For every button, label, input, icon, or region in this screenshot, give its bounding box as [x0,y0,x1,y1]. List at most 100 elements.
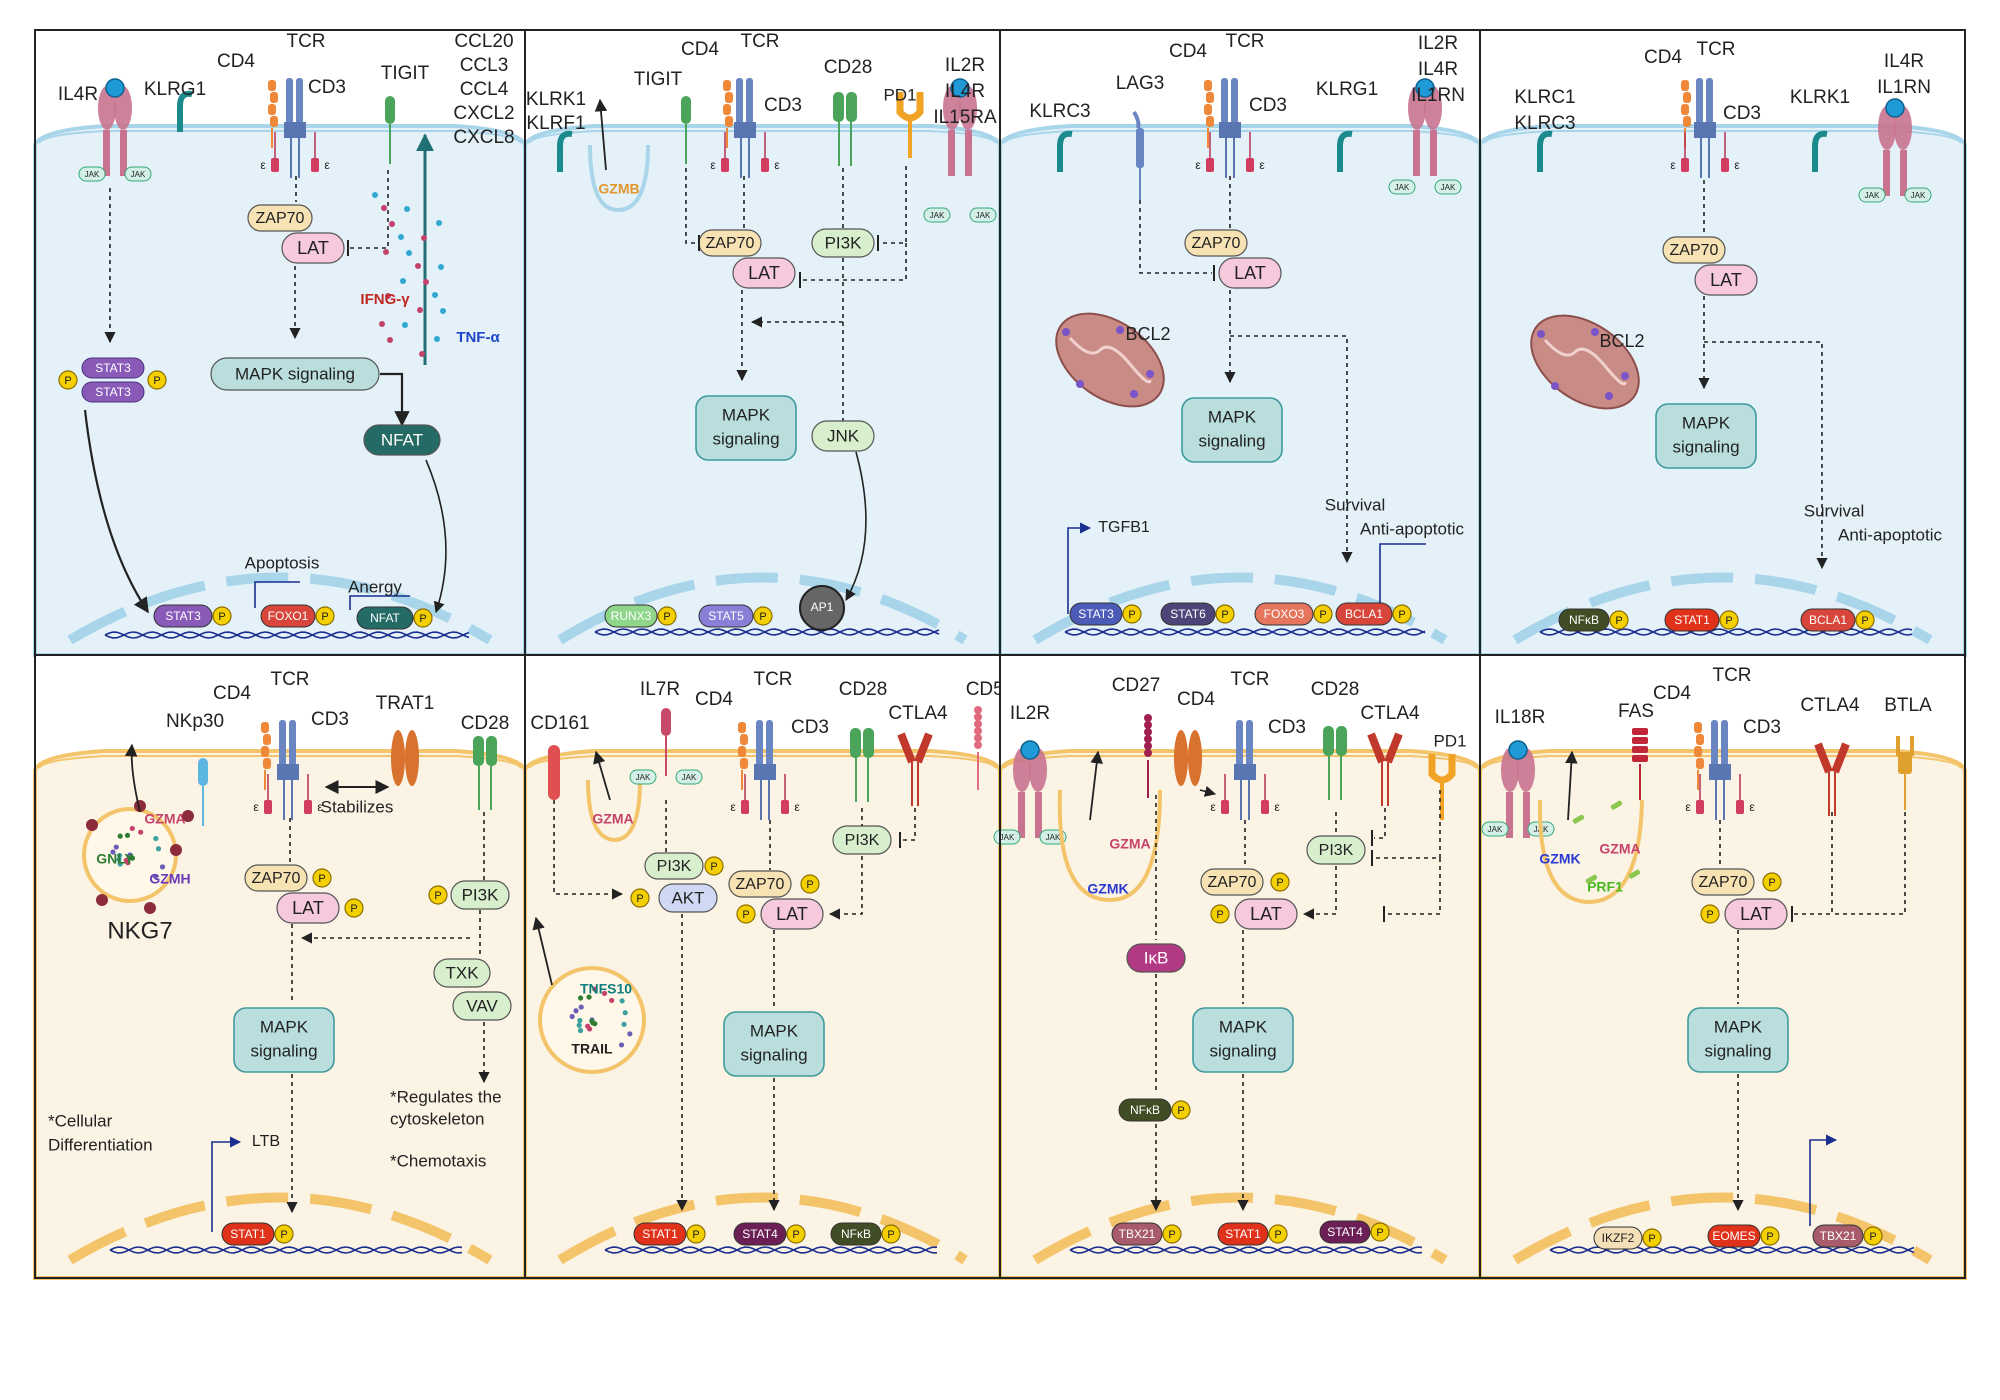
lat-label: LAT [1710,270,1742,290]
il2r-receptor [1013,740,1047,838]
ap1-label: AP1 [811,600,834,614]
tcr-transmembrane [754,764,776,780]
cd4-domain [263,734,271,745]
anti-apoptotic-label: Anti-apoptotic [1838,525,1942,544]
cytokine-dot [402,322,408,328]
bcl2-label: BCL2 [1599,331,1644,351]
cell-membrane-inner [1483,130,1962,144]
stat1-tf-phospho [1719,610,1739,630]
vav-shape [452,991,512,1021]
il-receptor-tail [1900,150,1907,196]
tnfs10-label: TNFS10 [580,981,632,997]
stat1-tf-shape [221,1222,275,1246]
txk-label: TXK [445,963,479,982]
phospho-label: P [636,893,643,905]
bcl2-marker [1076,380,1084,388]
cytokine-dot [406,250,412,256]
barrel-left [1174,730,1188,786]
tbx21-tf-shape [1111,1222,1163,1246]
phospho-label: P [434,890,441,902]
cd28-label: CD28 [461,713,510,734]
stat3-label: STAT3 [95,385,131,399]
cd4-barrel [1174,730,1202,786]
nfkb-node-phospho [1171,1100,1191,1120]
phospho-label: P [1221,609,1228,621]
bcl2-marker [1146,370,1154,378]
phospho-label: P [1766,1231,1773,1243]
cd4-receptor [1694,722,1704,790]
lag3-label: LAG3 [1116,73,1165,94]
jnk-label: JNK [827,426,860,445]
granule-dot [116,856,122,863]
pi3k-shape [644,852,704,880]
dimer-receptor-left [833,92,844,122]
jak-left [1858,187,1886,203]
stick-receptor-head [661,708,671,736]
tcr-alpha-chain [286,78,293,124]
mapk-line2: signaling [250,1041,317,1060]
tcr-transmembrane [734,122,756,138]
stat6-tf-phospho [1215,604,1235,624]
il1rn-label: IL1RN [1411,85,1465,106]
pi3k-label: PI3K [462,885,500,904]
akt-phospho [630,888,650,908]
dna-strand-b [1069,1246,1423,1254]
cd3-epsilon-chain [1206,158,1214,172]
mapk-line1: MAPK [1219,1017,1268,1036]
stat4-tf-phospho [786,1224,806,1244]
stick-receptor-head [385,96,395,124]
cd4-label: CD4 [217,51,255,72]
jak-left [629,769,657,785]
lag3-body [1136,128,1144,168]
tcr-beta-chain [1721,720,1728,766]
y-receptor-arms [897,732,933,764]
mapk-box [1181,397,1283,463]
cd4-label: CD4 [1653,683,1691,704]
dna-strand [1069,1246,1423,1254]
cd3-epsilon-chain [1681,158,1689,172]
granule-dot [117,833,123,839]
dimer-receptor-right [1336,726,1347,756]
trail-label: TRAIL [571,1041,613,1057]
stat1-tf-label: STAT1 [1225,1227,1261,1241]
ctla4-inhibition [902,808,916,841]
bcla1-tf-shape [1335,602,1393,626]
cytokine-dot [379,321,385,327]
stat1-tf-label: STAT1 [230,1227,266,1241]
phospho-label: P [1376,1227,1383,1239]
cd3-epsilon-chain [311,158,319,172]
tbx21-tf-phospho [1162,1224,1182,1244]
ikb-shape [1126,943,1186,973]
tcr-beta-chain [289,720,296,766]
stat3-label: STAT3 [95,361,131,375]
cytokine-dot [438,264,444,270]
bcl2-marker [1621,372,1629,380]
jak-label: JAK [1046,833,1061,842]
perforin-rod [1572,814,1585,824]
gzma-label: GZMA [1109,836,1150,852]
jak-left [923,207,951,223]
stat3-tf-label: STAT3 [1078,607,1114,621]
runx3-tf-label: RUNX3 [611,609,652,623]
bead-receptor-domain [1144,721,1152,729]
klrf1-label: KLRF1 [526,113,585,134]
epsilon-label: ε [1274,800,1280,814]
cd4-domain [263,758,271,769]
il1rn-receptor [1408,78,1442,176]
cd4-domain [1204,104,1212,115]
foxo3-tf-shape [1254,602,1314,626]
granule-dot [128,854,134,861]
dna-strand-a [1064,628,1426,636]
lat-phospho [1700,904,1720,924]
nfat-promoter [349,595,410,610]
zap70-shape [1662,236,1726,264]
stat1-tf-label: STAT1 [642,1227,678,1241]
nuclear-envelope [557,572,968,645]
nkg7-label: NKG7 [107,917,172,944]
zap70-label: ZAP70 [706,235,755,252]
bcl2-label: BCL2 [1125,324,1170,344]
lat-phospho [736,904,756,924]
